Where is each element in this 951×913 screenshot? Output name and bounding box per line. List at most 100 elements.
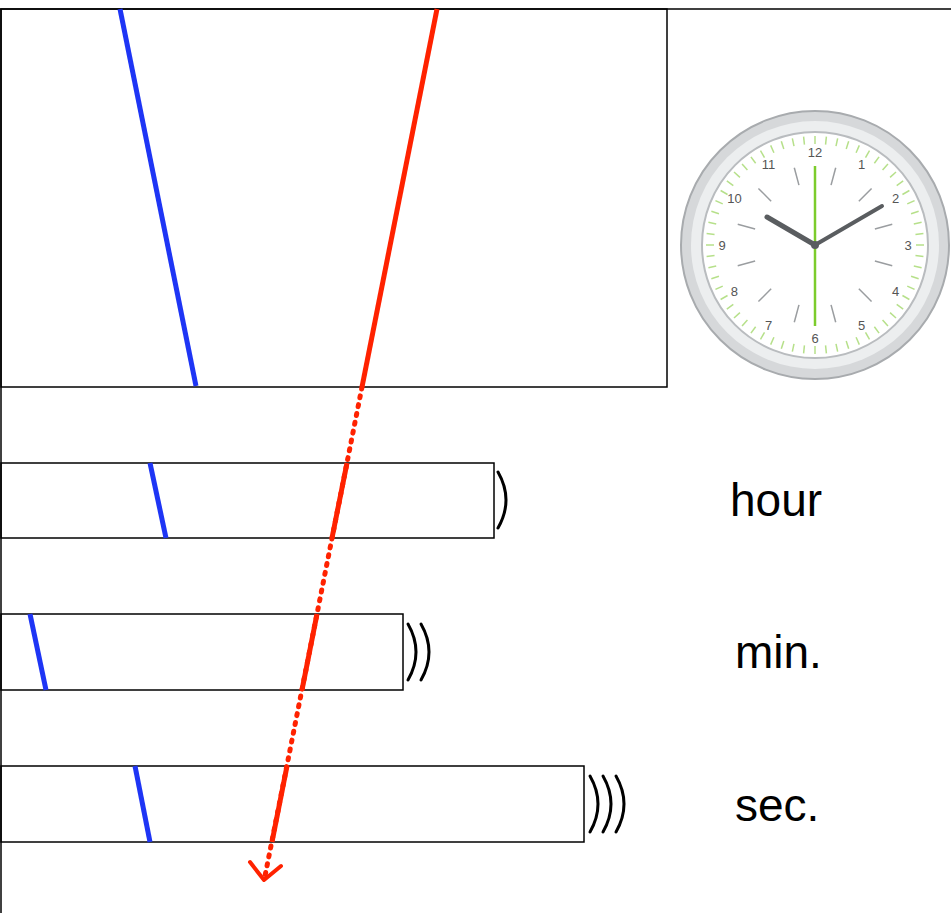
- minute-tick: [715, 201, 722, 204]
- minute-tick: [915, 233, 923, 235]
- minute-tick: [721, 191, 728, 195]
- bracket: [421, 624, 429, 680]
- minute-tick: [761, 151, 765, 158]
- minute-tick: [707, 255, 715, 257]
- hour-tick: [831, 305, 836, 322]
- minute-tick: [707, 233, 715, 235]
- hour-tick: [758, 289, 771, 302]
- minute-tick: [727, 304, 733, 309]
- large-box: [1, 9, 667, 387]
- minute-tick: [792, 344, 794, 352]
- minute-tick: [711, 276, 719, 278]
- red-lines: [250, 9, 437, 880]
- minute-tick: [836, 138, 838, 146]
- minute-tick: [792, 138, 794, 146]
- clock-number: 11: [762, 158, 776, 171]
- minute-tick: [803, 137, 805, 145]
- minute-tick: [814, 346, 816, 354]
- blue-lines: [30, 9, 196, 842]
- minute-tick: [715, 286, 722, 289]
- minute-tick: [846, 141, 848, 149]
- minute-tick: [883, 320, 888, 326]
- minute-tick: [727, 181, 733, 186]
- minute-tick: [897, 181, 903, 186]
- minute-tick: [814, 136, 816, 144]
- blue-line: [135, 766, 150, 842]
- minute-tick: [856, 145, 859, 152]
- hour-tick: [859, 289, 872, 302]
- minute-tick: [721, 296, 728, 300]
- bracket: [590, 776, 598, 832]
- clock-rim-inner: [691, 121, 939, 369]
- bracket: [603, 776, 611, 832]
- minute-tick: [874, 157, 879, 163]
- minute-tick: [734, 172, 740, 177]
- second-bar: [1, 766, 584, 842]
- minute-tick: [825, 345, 827, 353]
- red-line: [332, 463, 347, 538]
- minute-tick: [890, 313, 896, 318]
- clock-rim: [681, 111, 949, 379]
- clock-number: 5: [858, 319, 865, 332]
- hour-tick: [794, 305, 799, 322]
- hour-tick: [875, 261, 892, 266]
- clock-number: 1: [858, 158, 865, 171]
- minute-tick: [781, 141, 783, 149]
- clock-number: 4: [892, 285, 899, 298]
- hour-tick: [859, 188, 872, 201]
- minute-tick: [911, 211, 919, 213]
- minute-tick: [902, 191, 909, 195]
- minute-tick: [751, 157, 756, 163]
- minute-tick: [771, 145, 774, 152]
- minute-tick: [706, 244, 714, 246]
- minute-tick: [866, 151, 870, 158]
- clock-number: 9: [718, 239, 725, 252]
- time-unit-label: min.: [735, 629, 822, 675]
- minute-tick: [836, 344, 838, 352]
- hour-tick: [831, 168, 836, 185]
- minute-bar: [1, 614, 403, 690]
- minute-tick: [846, 341, 848, 349]
- red-line: [272, 766, 287, 842]
- minute-tick: [742, 164, 747, 170]
- minute-tick: [708, 266, 716, 268]
- blue-line: [150, 463, 166, 538]
- minute-tick: [771, 337, 774, 344]
- bracket: [408, 624, 416, 680]
- clock-number: 2: [892, 192, 899, 205]
- minute-tick: [781, 341, 783, 349]
- minute-tick: [803, 345, 805, 353]
- minute-tick: [866, 332, 870, 339]
- clock-number: 7: [765, 319, 772, 332]
- minute-tick: [897, 304, 903, 309]
- minute-tick: [907, 286, 914, 289]
- minute-tick: [742, 320, 747, 326]
- minute-tick: [734, 313, 740, 318]
- blue-line: [30, 614, 46, 690]
- hour-tick: [758, 188, 771, 201]
- time-unit-label: sec.: [735, 782, 819, 828]
- minute-tick: [914, 266, 922, 268]
- hour-tick: [738, 261, 755, 266]
- bracket: [498, 472, 506, 528]
- minute-hand: [815, 206, 882, 245]
- minute-tick: [711, 211, 719, 213]
- clock-face: [702, 132, 928, 358]
- blue-line: [120, 9, 196, 386]
- hour-tick: [738, 224, 755, 229]
- minute-tick: [874, 327, 879, 333]
- red-dotted-line: [265, 387, 362, 876]
- clock-ticks: [706, 136, 924, 354]
- red-line: [302, 614, 317, 690]
- clock-number: 12: [808, 146, 822, 159]
- minute-tick: [911, 276, 919, 278]
- minute-tick: [907, 201, 914, 204]
- clock-number: 6: [811, 332, 818, 345]
- minute-tick: [825, 137, 827, 145]
- red-line: [362, 9, 437, 387]
- hour-bar: [1, 463, 494, 538]
- hour-tick: [794, 168, 799, 185]
- time-unit-label: hour: [730, 477, 822, 523]
- bracket-group: [408, 472, 624, 832]
